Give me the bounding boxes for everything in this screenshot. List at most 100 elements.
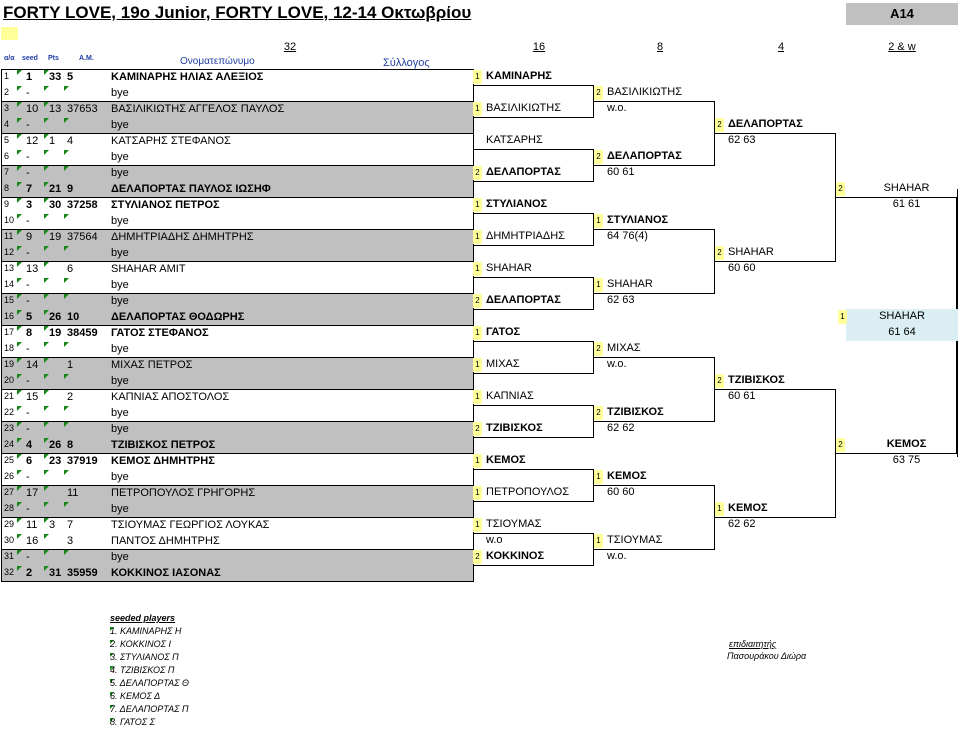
player-id: 37564 (67, 231, 98, 243)
pts-marker (44, 518, 49, 523)
seed-marker (17, 326, 22, 331)
row-number: 16 (4, 311, 15, 321)
draw-row-bg (1, 277, 473, 293)
player-id: 4 (67, 135, 74, 147)
player-seed: - (26, 279, 30, 291)
match-divider (1, 229, 474, 230)
player-id: 7 (67, 519, 74, 531)
bracket-line (594, 101, 715, 102)
round16-rank: 1 (473, 230, 482, 244)
round16-rank: 1 (473, 198, 482, 212)
row-number: 8 (4, 183, 10, 193)
bracket-connector (593, 405, 594, 438)
bracket-line (473, 85, 594, 86)
round16-winner: ΓΑΤΟΣ (486, 326, 521, 338)
col-header-seed: seed (22, 55, 38, 62)
round8-rank: 1 (594, 470, 603, 484)
seed-marker (17, 422, 22, 427)
row-number: 14 (4, 279, 15, 289)
pts-marker (44, 534, 49, 539)
player-name: bye (111, 119, 129, 131)
player-points: 26 (49, 311, 62, 323)
bracket-line (594, 165, 715, 166)
bracket-connector (593, 277, 594, 310)
round16-winner: ΚΕΜΟΣ (486, 454, 526, 466)
player-name: bye (111, 407, 129, 419)
player-seed: 2 (26, 567, 33, 579)
bracket-line (836, 453, 957, 454)
player-name: ΚΑΤΣΑΡΗΣ ΣΤΕΦΑΝΟΣ (111, 135, 231, 147)
champion-score-row (846, 325, 958, 341)
am-marker (64, 374, 69, 379)
player-points: 13 (49, 103, 62, 115)
round16-winner: ΚΑΜΙΝΑΡΗΣ (486, 70, 552, 82)
player-seed: - (26, 247, 30, 259)
round16-rank: 1 (473, 70, 482, 84)
seed-marker (17, 166, 22, 171)
draw-row-bg (1, 149, 473, 165)
row-number: 19 (4, 359, 15, 369)
pts-marker (44, 198, 49, 203)
seed-marker (17, 86, 22, 91)
seed-marker (17, 214, 22, 219)
round16-winner: ΣΤΥΛΙΑΝΟΣ (486, 198, 548, 210)
pts-marker (44, 246, 49, 251)
bracket-line (473, 533, 594, 534)
bracket-connector (714, 101, 715, 166)
champion-score: 61 64 (888, 326, 916, 338)
bracket-connector (835, 133, 836, 262)
col-header-am: Α.Μ. (79, 55, 94, 62)
bracket-line (473, 565, 594, 566)
player-name: bye (111, 343, 129, 355)
draw-row-bg (1, 501, 473, 517)
seed-marker (17, 134, 22, 139)
bracket-connector (593, 85, 594, 118)
round8-winner: ΒΑΣΙΛΙΚΙΩΤΗΣ (607, 86, 683, 98)
seeded-player: 4. ΤΖΙΒΙΣΚΟΣ Π (110, 665, 175, 675)
row-number: 2 (4, 87, 10, 97)
row-number: 6 (4, 151, 10, 161)
seed-marker (17, 70, 22, 75)
player-seed: 13 (26, 263, 39, 275)
seeded-marker (110, 679, 114, 683)
player-seed: - (26, 295, 30, 307)
player-seed: - (26, 215, 30, 227)
pts-marker (44, 422, 49, 427)
referee-label: επιδιαιτητής (729, 639, 777, 649)
pts-marker (44, 390, 49, 395)
player-seed: - (26, 343, 30, 355)
match-divider (1, 517, 474, 518)
am-marker (64, 422, 69, 427)
pts-marker (44, 118, 49, 123)
seeded-players-header: seeded players (110, 613, 176, 623)
pts-marker (44, 70, 49, 75)
player-name: ΜΙΧΑΣ ΠΕΤΡΟΣ (111, 359, 193, 371)
player-name: bye (111, 215, 129, 227)
bracket-connector (593, 469, 594, 502)
draw-row-bg (1, 549, 473, 565)
round8-winner: ΣΤΥΛΙΑΝΟΣ (607, 214, 669, 226)
round8-rank: 1 (594, 534, 603, 548)
am-marker (64, 342, 69, 347)
pts-marker (44, 358, 49, 363)
bracket-connector (835, 389, 836, 518)
round8-rank: 2 (594, 86, 603, 100)
round8-winner: ΤΣΙΟΥΜΑΣ (607, 534, 663, 546)
bracket-connector (714, 357, 715, 422)
player-seed: - (26, 167, 30, 179)
match-divider (1, 325, 474, 326)
draw-row-bg (1, 229, 473, 245)
seed-marker (17, 102, 22, 107)
player-seed: - (26, 375, 30, 387)
bracket-line (715, 517, 836, 518)
round4-winner: ΔΕΛΑΠΟΡΤΑΣ (728, 118, 803, 130)
row-number: 29 (4, 519, 15, 529)
match-divider (1, 357, 474, 358)
seeded-marker (110, 640, 114, 644)
pts-marker (44, 550, 49, 555)
round16-rank: 1 (473, 102, 482, 116)
round-4-header: 4 (777, 41, 785, 53)
pts-marker (44, 214, 49, 219)
row-number: 13 (4, 263, 15, 273)
player-points: 21 (49, 183, 62, 195)
